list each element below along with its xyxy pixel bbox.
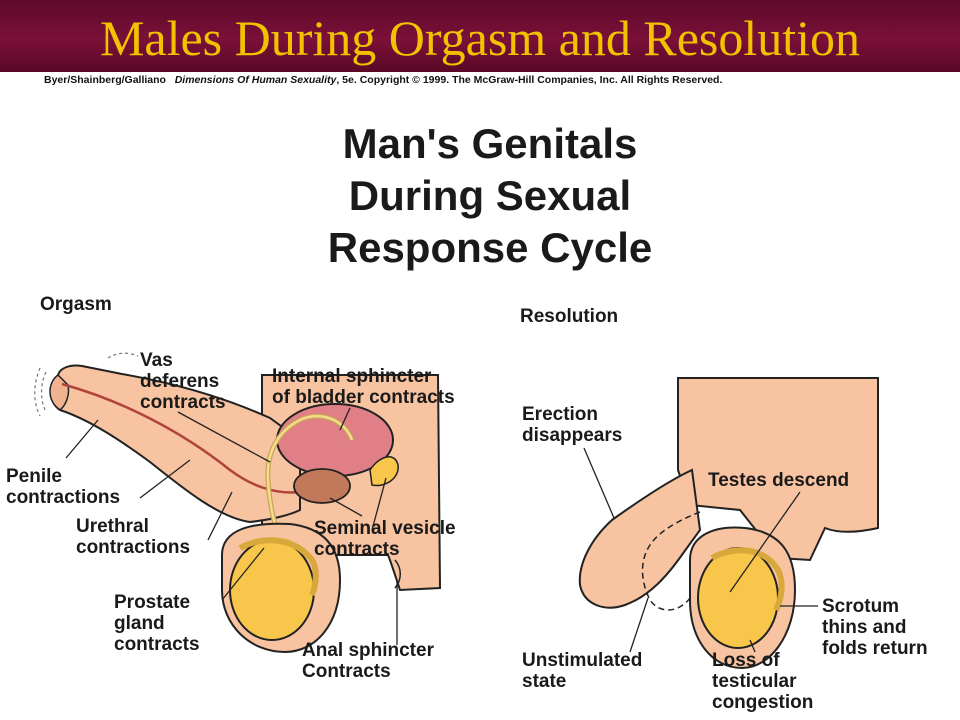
label-scrotum-thins: Scrotum thins and folds return xyxy=(822,596,928,659)
figure-title-line: Response Cycle xyxy=(327,224,653,271)
label-line: Unstimulated xyxy=(522,650,643,671)
label-penile-contractions: Penile contractions xyxy=(6,466,120,508)
orgasm-leader-lines xyxy=(65,407,398,645)
label-line: Scrotum xyxy=(822,596,900,617)
label-line: contractions xyxy=(76,537,191,558)
prostate-gland xyxy=(293,468,351,504)
credit-book-title: Dimensions Of Human Sexuality xyxy=(174,74,337,86)
label-line: contracts xyxy=(314,539,400,560)
label-vas-deferens: Vas deferens contracts xyxy=(140,350,226,413)
resolution-penis xyxy=(578,468,702,609)
resolution-panel-illustration xyxy=(578,377,879,670)
orgasm-heading: Orgasm xyxy=(40,294,112,315)
resolution-leader-lines xyxy=(583,447,818,653)
label-erection-disappears: Erection disappears xyxy=(522,404,622,446)
label-line: contracts xyxy=(140,392,226,413)
label-line: thins and xyxy=(822,617,907,638)
slide-title: Males During Orgasm and Resolution xyxy=(99,10,861,66)
label-line: Internal sphincter xyxy=(272,366,432,387)
label-unstimulated-state: Unstimulated state xyxy=(522,650,642,692)
credit-authors: Byer/Shainberg/Galliano xyxy=(44,74,166,86)
orgasm-panel-illustration xyxy=(34,352,442,654)
label-line: Urethral xyxy=(76,516,149,537)
title-banner xyxy=(0,0,960,72)
seminal-vesicle xyxy=(369,456,399,487)
label-line: folds return xyxy=(822,638,928,659)
label-testes-descend: Testes descend xyxy=(708,470,849,491)
label-line: Vas xyxy=(140,350,173,371)
motion-marks xyxy=(34,367,47,417)
copyright-credit: Byer/Shainberg/Galliano Dimensions Of Hu… xyxy=(44,74,722,86)
label-line: Erection xyxy=(522,404,599,425)
label-line: Anal sphincter xyxy=(302,640,434,661)
orgasm-testis xyxy=(229,539,315,641)
unstimulated-outline xyxy=(641,511,701,611)
label-urethral-contractions: Urethral contractions xyxy=(76,516,190,558)
label-line: contracts xyxy=(114,634,200,655)
label-line: deferens xyxy=(140,371,220,392)
label-seminal-vesicle: Seminal vesicle contracts xyxy=(314,518,456,560)
epididymis xyxy=(238,537,319,597)
label-line: gland xyxy=(114,613,165,634)
label-line: Penile xyxy=(6,466,62,487)
label-line: Contracts xyxy=(302,661,391,682)
label-line: state xyxy=(522,671,567,692)
figure-title: Man's Genitals During Sexual Response Cy… xyxy=(240,118,740,274)
credit-copyright: , 5e. Copyright © 1999. The McGraw-Hill … xyxy=(336,74,723,86)
figure-title-line: During Sexual xyxy=(348,172,632,219)
label-line: Testes descend xyxy=(708,470,850,491)
label-line: congestion xyxy=(712,692,814,713)
resolution-epididymis xyxy=(710,547,785,612)
label-line: Prostate xyxy=(114,592,191,613)
label-anal-sphincter: Anal sphincter Contracts xyxy=(302,640,434,682)
label-line: of bladder contracts xyxy=(272,387,455,408)
label-line: testicular xyxy=(712,671,797,692)
resolution-body-outline xyxy=(677,377,879,562)
label-line: disappears xyxy=(522,425,623,446)
label-internal-sphincter: Internal sphincter of bladder contracts xyxy=(272,366,455,408)
label-line: Loss of xyxy=(712,650,780,671)
label-line: Seminal vesicle xyxy=(314,518,456,539)
resolution-heading: Resolution xyxy=(520,306,619,327)
label-line: contractions xyxy=(6,487,121,508)
resolution-testis xyxy=(697,547,779,649)
orgasm-penis-shaft xyxy=(50,364,301,524)
label-loss-of-congestion: Loss of testicular congestion xyxy=(712,650,813,713)
figure-title-line: Man's Genitals xyxy=(342,120,638,167)
motion-marks xyxy=(107,352,139,359)
label-prostate-gland: Prostate gland contracts xyxy=(114,592,200,655)
